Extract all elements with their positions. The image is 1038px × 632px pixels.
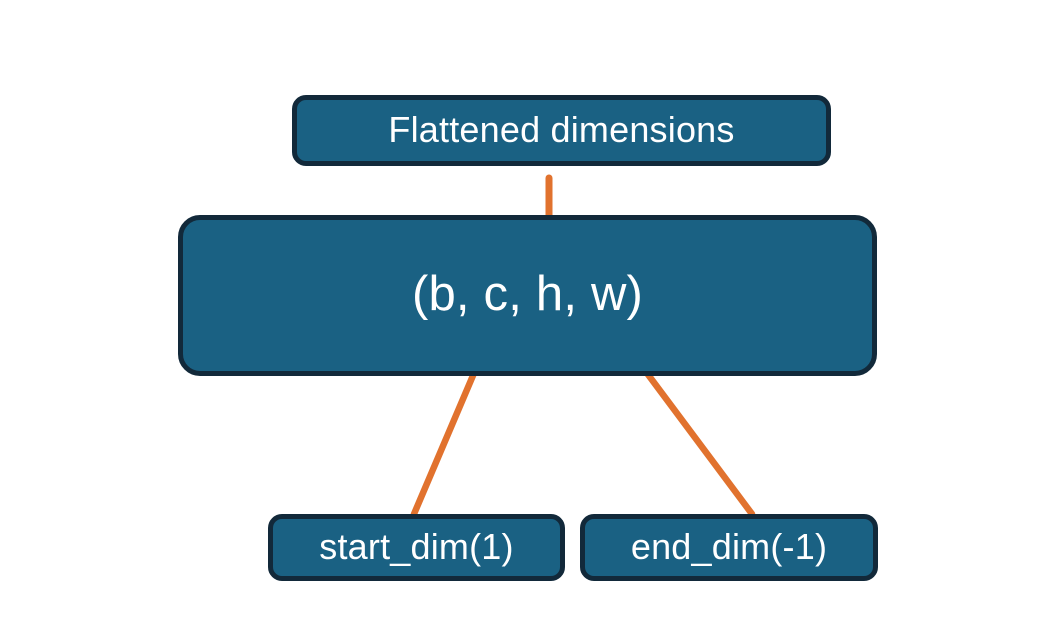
start-dim-box: start_dim(1) (268, 514, 565, 581)
tensor-shape-label: (b, c, h, w) (411, 266, 644, 321)
end-dim-box: end_dim(-1) (580, 514, 878, 581)
end-dim-label: end_dim(-1) (630, 525, 828, 567)
flattened-dimensions-label: Flattened dimensions (388, 108, 735, 150)
start-dim-label: start_dim(1) (319, 525, 514, 567)
flattened-dimensions-box: Flattened dimensions (292, 95, 831, 166)
tensor-shape-box: (b, c, h, w) (178, 215, 877, 376)
